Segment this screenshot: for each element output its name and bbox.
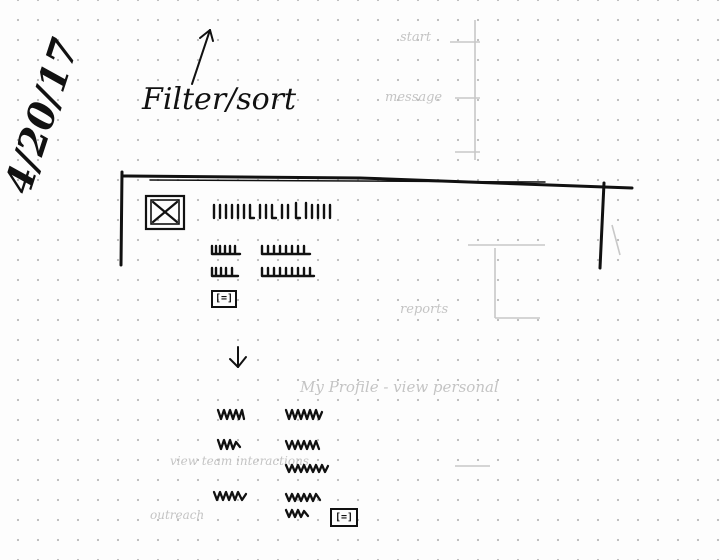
checkbox-icon[interactable]: [143, 193, 189, 233]
arrow-down-icon: [229, 346, 247, 368]
backside-note: view team interactions: [170, 454, 309, 468]
backside-note: outreach: [150, 508, 205, 522]
button-icon: [=]: [215, 293, 234, 304]
backside-note: message: [385, 90, 443, 105]
panel-action-button[interactable]: [=]: [211, 290, 238, 308]
results-action-button[interactable]: [=]: [330, 508, 359, 527]
page-title: Filter/sort: [142, 82, 297, 117]
arrow-up-right-icon: [191, 29, 214, 85]
button-icon: [=]: [335, 512, 354, 523]
backside-note: start: [400, 30, 432, 45]
backside-note: reports: [400, 302, 449, 317]
backside-note: My Profile - view personal: [300, 378, 499, 396]
